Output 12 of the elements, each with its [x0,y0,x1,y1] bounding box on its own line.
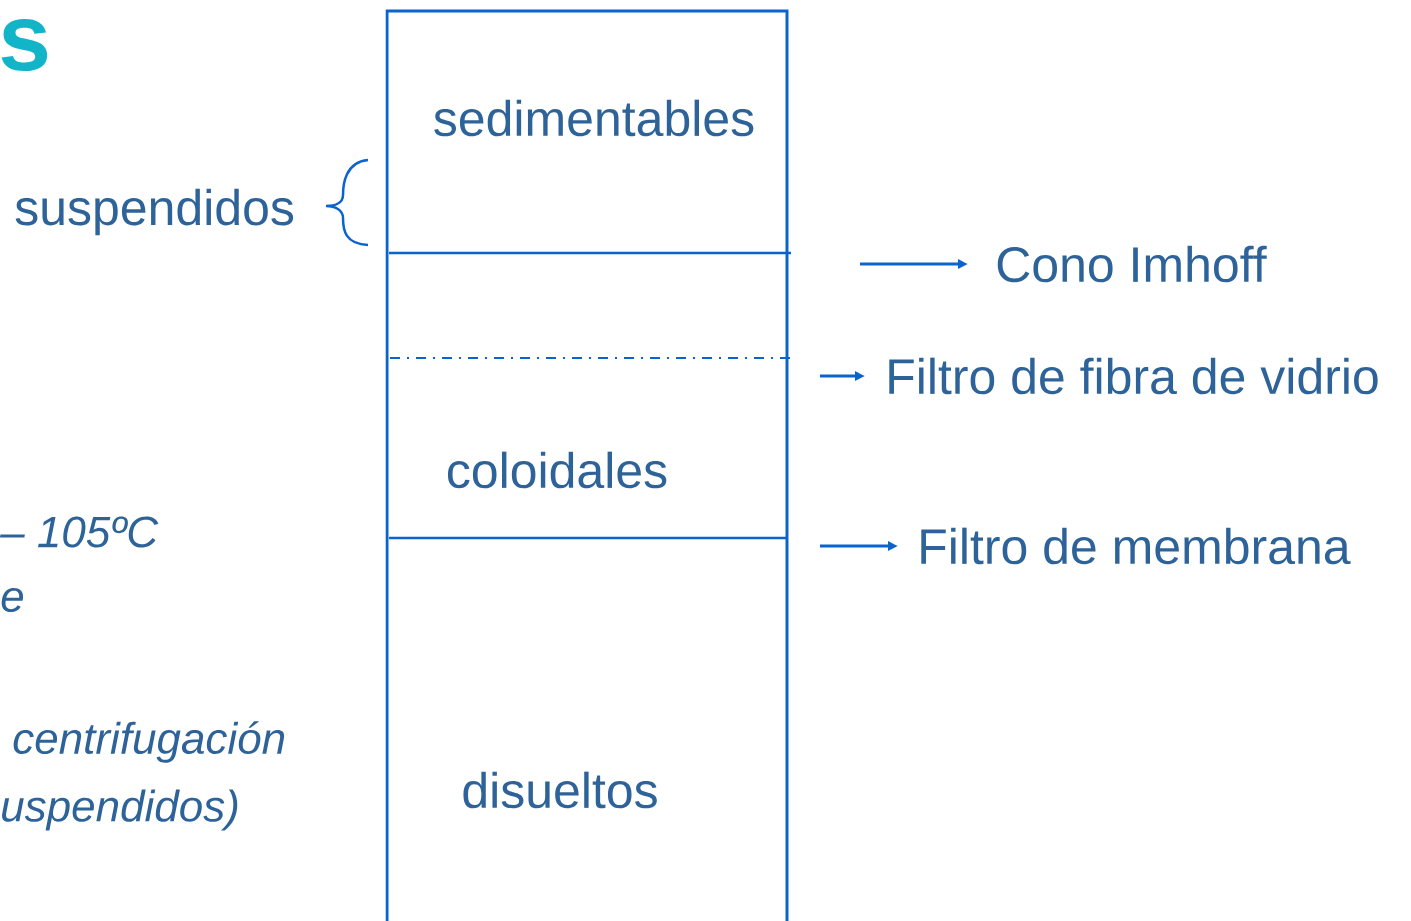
heading-fragment: s [1,18,48,72]
layer-label: disueltos [463,771,657,809]
text-fragment: – 105ºC [0,516,159,548]
text-label: Filtro de membrana [921,527,1351,565]
text-fragment: uspendidos) [2,789,238,831]
text-fragment: e [1,587,24,613]
group-label: suspendidos [15,188,294,236]
text-fragment: centrifugación [13,721,285,763]
text-label: Filtro de fibra de vidrio [889,357,1378,395]
text-label: Cono Imhoff [997,245,1267,283]
layer-label: coloidales [447,451,667,489]
layer-label: sedimentables [434,99,754,137]
